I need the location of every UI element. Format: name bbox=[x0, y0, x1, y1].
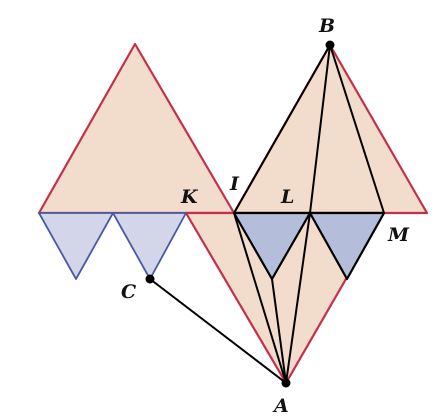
left-notch-1 bbox=[38, 212, 114, 280]
upper-right-triangle bbox=[232, 43, 429, 215]
upper-left-triangle bbox=[37, 42, 236, 215]
segment-bi bbox=[233, 44, 331, 214]
label-m: M bbox=[387, 224, 410, 246]
segment-bm bbox=[329, 44, 385, 214]
segment-ca bbox=[149, 278, 287, 384]
point-b bbox=[325, 40, 335, 50]
label-c: C bbox=[121, 281, 136, 303]
point-c bbox=[145, 274, 155, 284]
segment-la bbox=[285, 212, 311, 384]
construction-lines bbox=[149, 44, 385, 384]
segment-notch-a bbox=[271, 278, 287, 384]
point-a bbox=[281, 378, 291, 388]
segment-ia bbox=[233, 212, 287, 384]
label-k: K bbox=[180, 186, 199, 208]
segment-bl bbox=[309, 44, 331, 214]
label-b: B bbox=[318, 15, 335, 37]
left-notch-2 bbox=[112, 212, 187, 280]
label-a: A bbox=[272, 395, 289, 417]
label-l: L bbox=[280, 186, 294, 208]
label-i: I bbox=[229, 173, 240, 195]
